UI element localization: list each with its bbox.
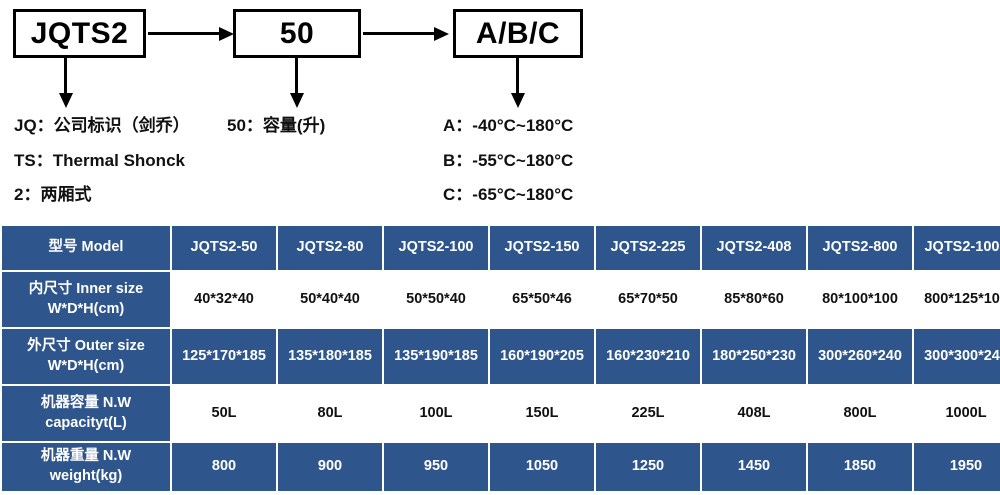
legend-ts: TS：Thermal Shonck xyxy=(14,151,185,170)
cell-capacity-3: 100L xyxy=(384,386,488,441)
header-model-3: JQTS2-100 xyxy=(384,226,488,270)
cell-outer-size-3: 135*190*185 xyxy=(384,329,488,384)
row-label-weight: 机器重量 N.W weight(kg) xyxy=(2,443,170,491)
table-row-inner-size: 内尺寸 Inner size W*D*H(cm) 40*32*40 50*40*… xyxy=(2,272,1000,327)
legend-jq: JQ：公司标识（剑乔） xyxy=(14,116,190,135)
cell-capacity-4: 150L xyxy=(490,386,594,441)
cell-inner-size-2: 50*40*40 xyxy=(278,272,382,327)
table-row-outer-size: 外尺寸 Outer size W*D*H(cm) 125*170*185 135… xyxy=(2,329,1000,384)
row-label-outer-size: 外尺寸 Outer size W*D*H(cm) xyxy=(2,329,170,384)
arrow-down-icon-3 xyxy=(510,58,525,108)
model-code-diagram: JQTS2 50 A/B/C JQ：公司标识（剑乔） 50：容量(升) TS：T… xyxy=(0,0,1000,215)
cell-inner-size-8: 800*125*100 xyxy=(914,272,1000,327)
cell-weight-7: 1850 xyxy=(808,443,912,491)
cell-weight-5: 1250 xyxy=(596,443,700,491)
cell-outer-size-4: 160*190*205 xyxy=(490,329,594,384)
cell-weight-6: 1450 xyxy=(702,443,806,491)
table-row-capacity: 机器容量 N.W capacityt(L) 50L 80L 100L 150L … xyxy=(2,386,1000,441)
cell-weight-4: 1050 xyxy=(490,443,594,491)
code-box-series: JQTS2 xyxy=(13,9,146,58)
cell-capacity-1: 50L xyxy=(172,386,276,441)
code-box-capacity: 50 xyxy=(233,9,361,58)
arrow-down-icon-1 xyxy=(58,58,73,108)
cell-outer-size-5: 160*230*210 xyxy=(596,329,700,384)
row-label-line2: W*D*H(cm) xyxy=(47,357,125,374)
cell-outer-size-7: 300*260*240 xyxy=(808,329,912,384)
cell-inner-size-6: 85*80*60 xyxy=(702,272,806,327)
cell-capacity-5: 225L xyxy=(596,386,700,441)
row-label-line2: capacityt(L) xyxy=(45,414,127,431)
specification-table: 型号 Model JQTS2-50 JQTS2-80 JQTS2-100 JQT… xyxy=(0,224,1000,493)
cell-capacity-7: 800L xyxy=(808,386,912,441)
table-row-weight: 机器重量 N.W weight(kg) 800 900 950 1050 125… xyxy=(2,443,1000,491)
cell-inner-size-4: 65*50*46 xyxy=(490,272,594,327)
cell-inner-size-1: 40*32*40 xyxy=(172,272,276,327)
cell-capacity-6: 408L xyxy=(702,386,806,441)
legend-temp-a: A：-40°C~180°C xyxy=(443,116,574,135)
header-model-1: JQTS2-50 xyxy=(172,226,276,270)
table-header-row: 型号 Model JQTS2-50 JQTS2-80 JQTS2-100 JQT… xyxy=(2,226,1000,270)
cell-inner-size-5: 65*70*50 xyxy=(596,272,700,327)
cell-outer-size-8: 300*300*240 xyxy=(914,329,1000,384)
header-model-6: JQTS2-408 xyxy=(702,226,806,270)
legend-capacity: 50：容量(升) xyxy=(227,116,326,135)
row-label-line1: 机器容量 N.W xyxy=(40,394,132,411)
arrow-down-icon-2 xyxy=(289,58,304,108)
cell-outer-size-6: 180*250*230 xyxy=(702,329,806,384)
row-label-line2: weight(kg) xyxy=(49,468,123,484)
cell-weight-2: 900 xyxy=(278,443,382,491)
legend-temp-c: C：-65°C~180°C xyxy=(443,185,574,204)
row-label-inner-size: 内尺寸 Inner size W*D*H(cm) xyxy=(2,272,170,327)
header-model-4: JQTS2-150 xyxy=(490,226,594,270)
header-model-5: JQTS2-225 xyxy=(596,226,700,270)
row-label-line2: W*D*H(cm) xyxy=(47,300,125,317)
cell-outer-size-1: 125*170*185 xyxy=(172,329,276,384)
cell-capacity-8: 1000L xyxy=(914,386,1000,441)
cell-weight-3: 950 xyxy=(384,443,488,491)
row-label-line1: 外尺寸 Outer size xyxy=(27,337,145,354)
cell-inner-size-7: 80*100*100 xyxy=(808,272,912,327)
legend-temp-b: B：-55°C~180°C xyxy=(443,151,574,170)
cell-outer-size-2: 135*180*185 xyxy=(278,329,382,384)
cell-weight-1: 800 xyxy=(172,443,276,491)
cell-capacity-2: 80L xyxy=(278,386,382,441)
header-model-2: JQTS2-80 xyxy=(278,226,382,270)
row-label-line1: 内尺寸 Inner size xyxy=(28,280,144,297)
cell-weight-8: 1950 xyxy=(914,443,1000,491)
header-model-7: JQTS2-800 xyxy=(808,226,912,270)
row-label-line1: 机器重量 N.W xyxy=(40,448,132,465)
arrow-right-icon-2 xyxy=(363,26,449,41)
header-label-model: 型号 Model xyxy=(2,226,170,270)
legend-two-chamber: 2：两厢式 xyxy=(14,185,92,204)
code-box-temperature: A/B/C xyxy=(453,9,583,58)
cell-inner-size-3: 50*50*40 xyxy=(384,272,488,327)
arrow-right-icon-1 xyxy=(148,26,234,41)
header-model-8: JQTS2-1000 xyxy=(914,226,1000,270)
row-label-capacity: 机器容量 N.W capacityt(L) xyxy=(2,386,170,441)
